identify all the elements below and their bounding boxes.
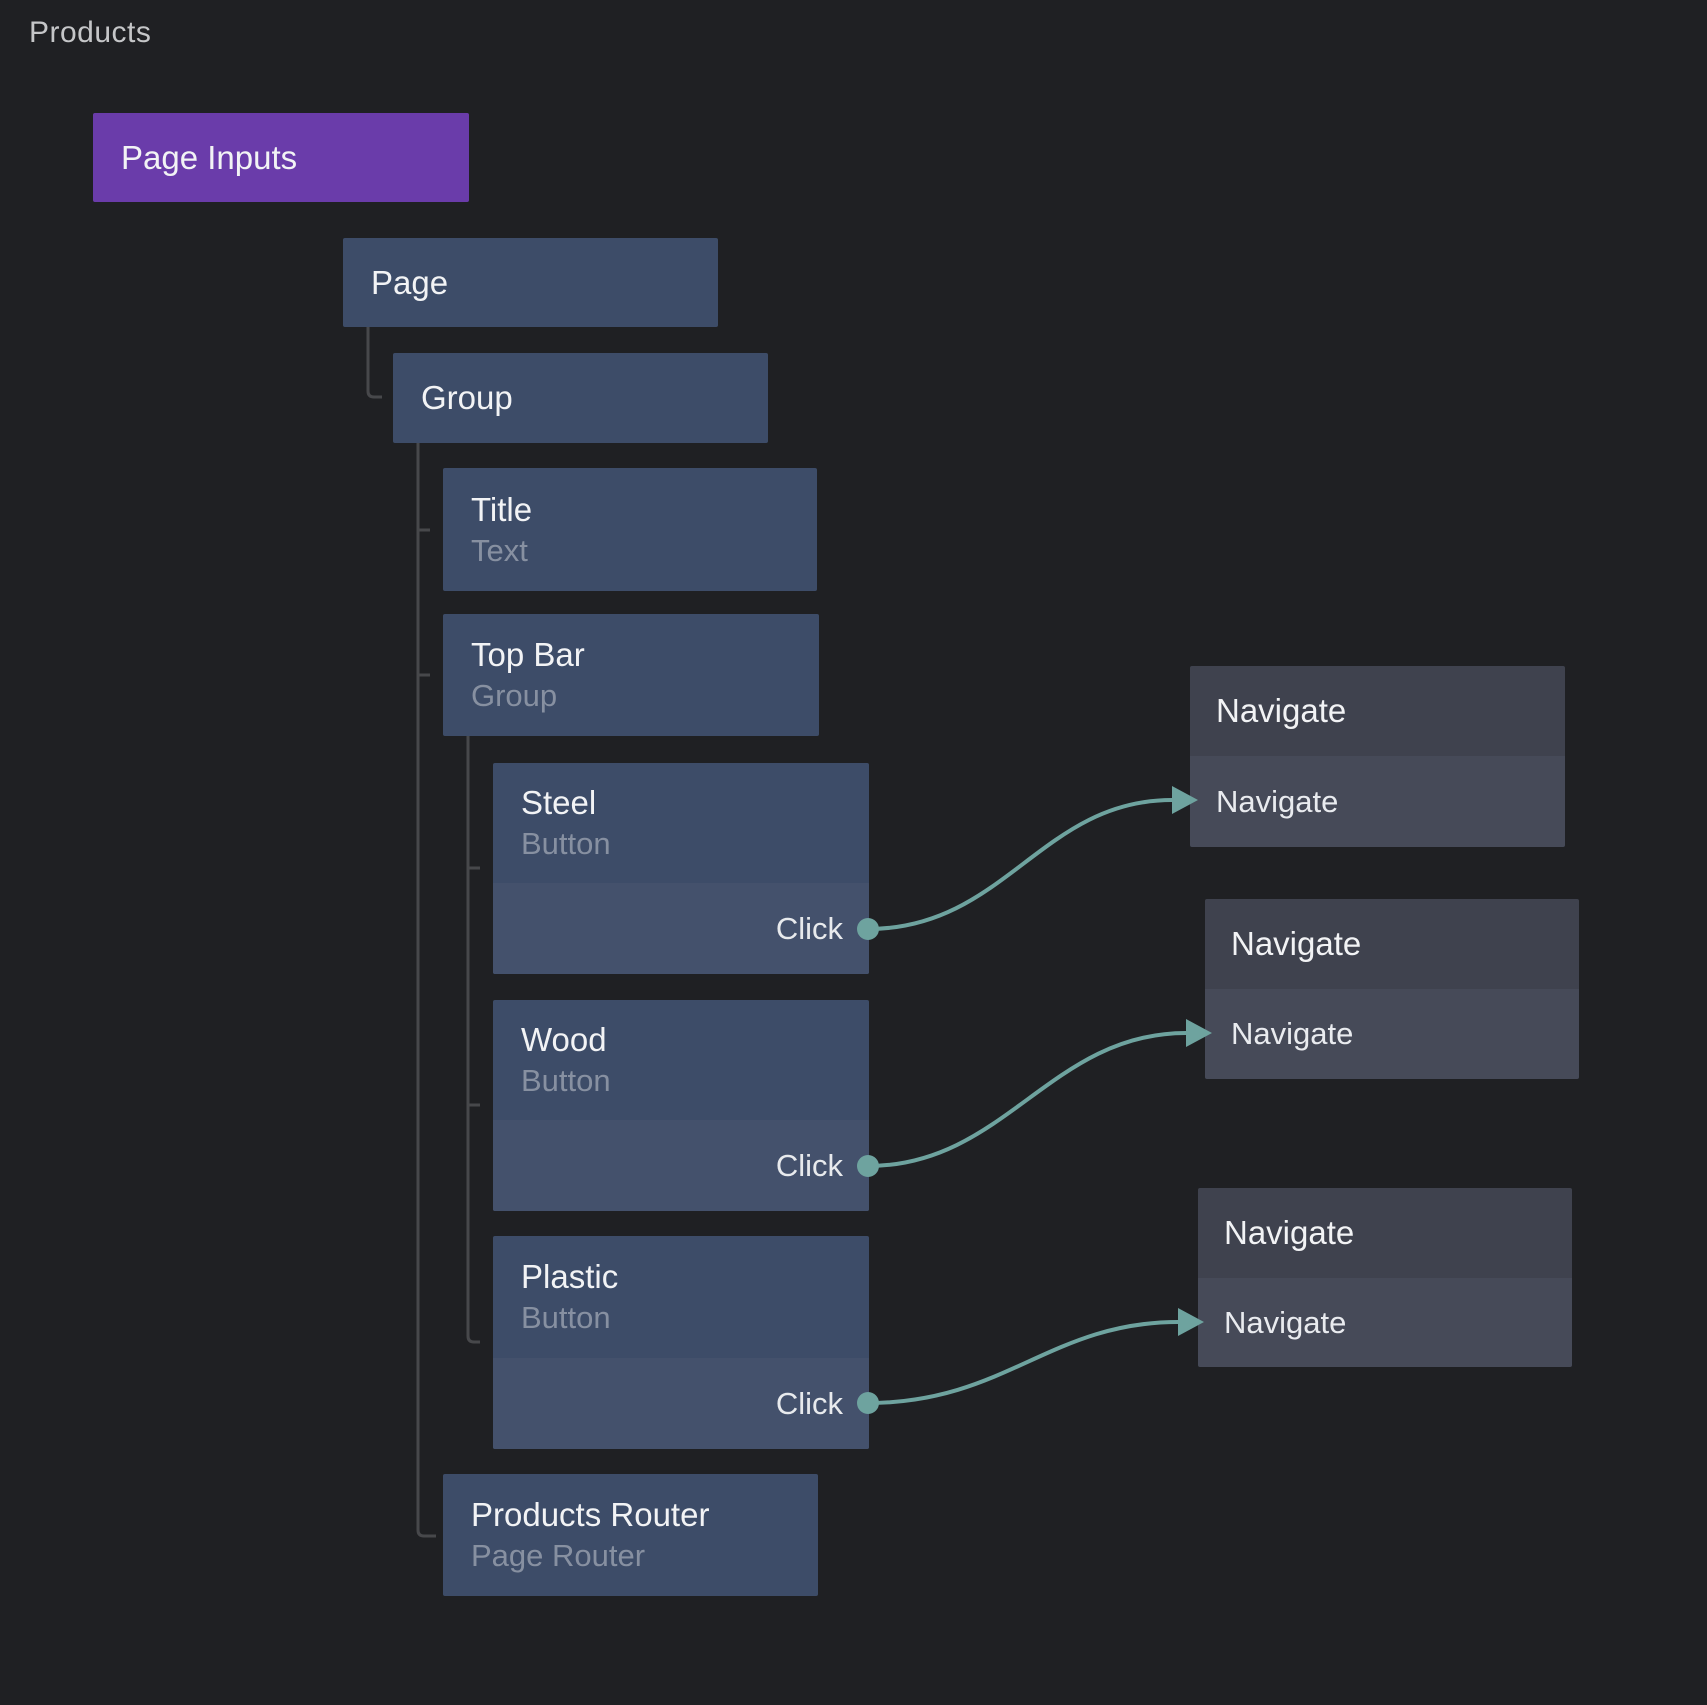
node-title-label: Group bbox=[421, 379, 513, 416]
navigate-action-node-1[interactable]: Navigate Navigate bbox=[1190, 666, 1565, 847]
navigate-action-node-2[interactable]: Navigate Navigate bbox=[1205, 899, 1579, 1079]
node-header: Plastic Button bbox=[493, 1236, 869, 1358]
node-title-label: Page Inputs bbox=[121, 138, 298, 176]
click-event-row[interactable]: Click bbox=[493, 1358, 869, 1449]
action-title: Navigate bbox=[1190, 666, 1565, 756]
click-event-label: Click bbox=[775, 1147, 843, 1183]
action-title: Navigate bbox=[1205, 899, 1579, 989]
wire-plastic-click-to-navigate bbox=[867, 1320, 1179, 1405]
node-title-label: Top Bar bbox=[471, 636, 585, 673]
tree-node-page-inputs[interactable]: Page Inputs bbox=[93, 113, 469, 202]
tree-node-plastic-button[interactable]: Plastic Button Click bbox=[493, 1236, 869, 1449]
node-header: Steel Button bbox=[493, 763, 869, 883]
node-type-label: Button bbox=[521, 1063, 611, 1098]
tree-node-wood-button[interactable]: Wood Button Click bbox=[493, 1000, 869, 1211]
node-title-label: Page bbox=[371, 263, 449, 301]
tree-node-top-bar[interactable]: Top Bar Group bbox=[443, 614, 819, 736]
click-event-label: Click bbox=[775, 910, 843, 946]
node-type-label: Button bbox=[521, 826, 611, 861]
click-event-row[interactable]: Click bbox=[493, 883, 869, 974]
action-input-row[interactable]: Navigate bbox=[1205, 989, 1579, 1079]
action-input-row[interactable]: Navigate bbox=[1190, 756, 1565, 847]
tree-node-page[interactable]: Page bbox=[343, 238, 718, 327]
wire-steel-click-to-navigate bbox=[867, 798, 1173, 931]
action-title: Navigate bbox=[1198, 1188, 1572, 1278]
navigate-action-node-3[interactable]: Navigate Navigate bbox=[1198, 1188, 1572, 1367]
page-title: Products bbox=[29, 16, 152, 49]
node-title-label: Products Router bbox=[471, 1496, 710, 1533]
tree-node-title-text[interactable]: Title Text bbox=[443, 468, 817, 591]
action-input-row[interactable]: Navigate bbox=[1198, 1278, 1572, 1367]
node-type-label: Group bbox=[471, 678, 558, 713]
tree-node-steel-button[interactable]: Steel Button Click bbox=[493, 763, 869, 974]
tree-node-group[interactable]: Group bbox=[393, 353, 768, 443]
wire-wood-click-to-navigate bbox=[867, 1031, 1187, 1168]
tree-line-topbar-spine bbox=[466, 736, 480, 1344]
node-title-label: Title bbox=[471, 490, 533, 528]
tree-line-page-to-group bbox=[366, 327, 382, 399]
click-event-label: Click bbox=[775, 1385, 843, 1421]
node-type-label: Page Router bbox=[471, 1538, 646, 1573]
node-title-label: Steel bbox=[521, 784, 597, 821]
node-title-label: Wood bbox=[521, 1021, 607, 1058]
node-type-label: Text bbox=[471, 532, 528, 568]
node-header: Wood Button bbox=[493, 1000, 869, 1120]
tree-line-group-spine bbox=[416, 443, 436, 1538]
tree-node-products-router[interactable]: Products Router Page Router bbox=[443, 1474, 818, 1596]
node-type-label: Button bbox=[521, 1300, 611, 1335]
node-title-label: Plastic bbox=[521, 1258, 619, 1295]
click-event-row[interactable]: Click bbox=[493, 1120, 869, 1211]
